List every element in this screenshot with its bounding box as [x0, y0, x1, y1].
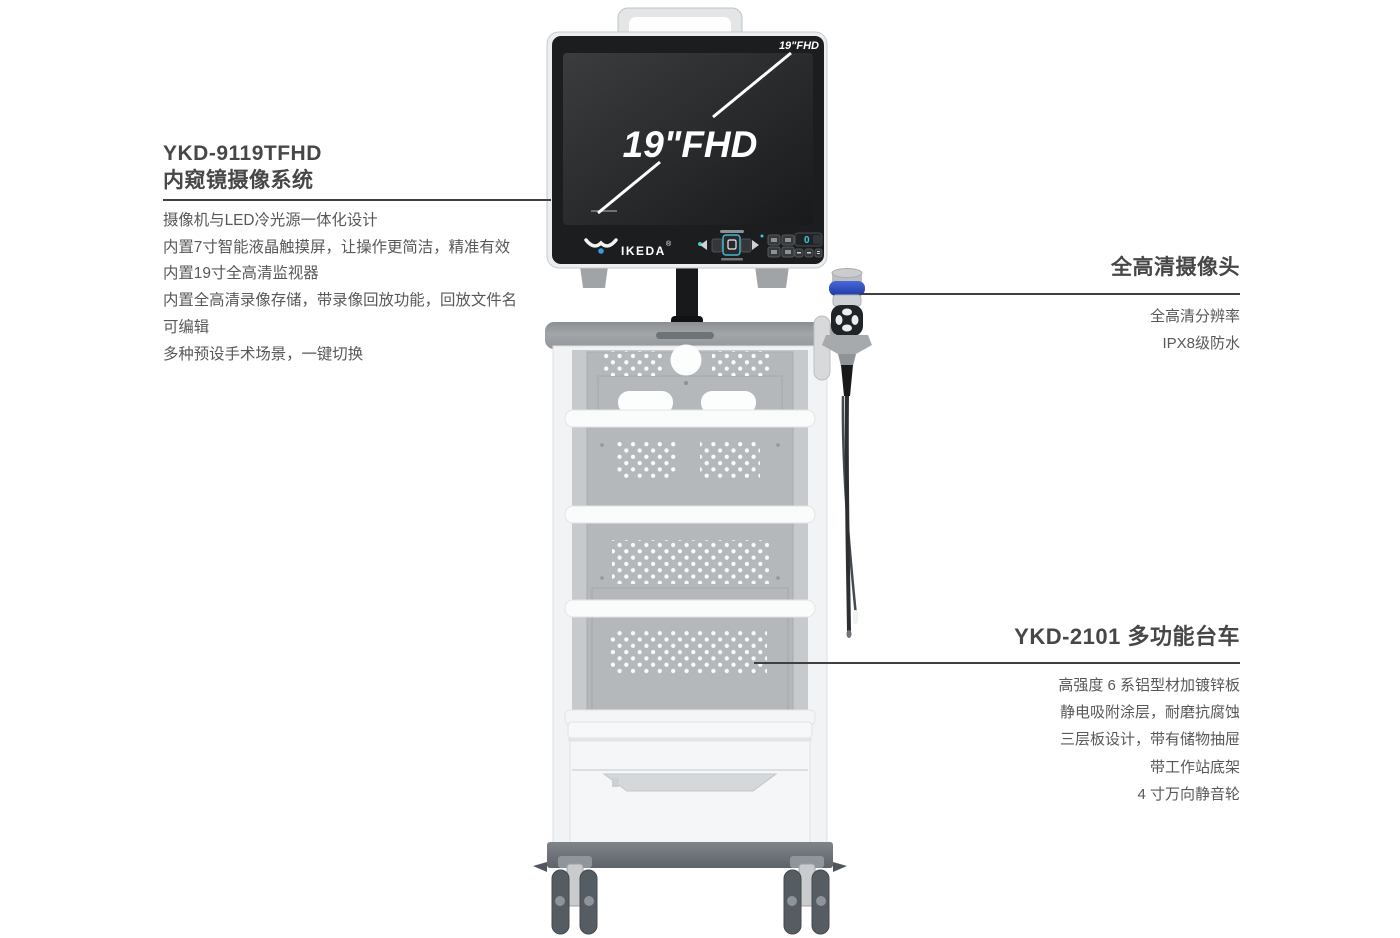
camera-callout-title: 全高清摄像头 — [1111, 256, 1240, 279]
feature-item: 带工作站底架 — [1149, 758, 1240, 776]
camera-cable — [844, 395, 851, 632]
bezel-corner-label: 19"FHD — [779, 40, 819, 52]
monitor-screen — [563, 53, 813, 225]
function-button-grid — [767, 234, 795, 258]
feature-item: 内置19寸全高清监视器 — [163, 265, 319, 283]
system-callout-title: YKD-9119TFHD 内窥镜摄像系统 — [163, 140, 322, 194]
perforation-dots — [604, 351, 770, 674]
left-arrow-button — [700, 240, 707, 250]
camera-silver-ring — [832, 294, 862, 307]
feature-item: 摄像机与LED冷光源一体化设计 — [163, 212, 378, 229]
caster-wheel-right — [783, 856, 830, 935]
feature-item: 全高清分辨率 — [1149, 308, 1240, 325]
camera-blue-ring — [829, 281, 865, 296]
monitor: 19"FHD 19"FHD IKEDA ® — [546, 31, 828, 288]
system-model: YKD-9119TFHD — [163, 142, 322, 165]
brand-registered-mark: ® — [666, 240, 672, 248]
monitor-foot-left — [580, 266, 608, 288]
mode-select-glyph — [727, 239, 737, 250]
panel-label-bottom — [721, 258, 743, 261]
mode-select-button — [722, 234, 741, 256]
panel-button — [711, 238, 723, 253]
panel-button — [740, 238, 752, 253]
cart-base — [533, 842, 847, 872]
cart — [533, 262, 847, 935]
feature-item: 4 寸万向静音轮 — [1137, 785, 1240, 803]
camera-feature-list: 全高清分辨率 IPX8级防水 — [1150, 303, 1240, 357]
feature-item: 内置全高清录像存储，带录像回放功能，回放文件名可编辑 — [163, 292, 517, 336]
monitor-pole — [671, 262, 703, 332]
feature-item: IPX8级防水 — [1162, 335, 1240, 352]
feature-item: 多种预设手术场景，一键切换 — [163, 345, 364, 363]
cart-feature-list: 高强度 6 系铝型材加镀锌板 静电吸附涂层，耐磨抗腐蚀 三层板设计，带有储物抽屉… — [1058, 672, 1240, 808]
brand-name: IKEDA — [621, 244, 666, 258]
status-led — [760, 234, 764, 238]
value-display: 0 — [804, 235, 810, 246]
feature-item: 三层板设计，带有储物抽屉 — [1059, 731, 1240, 749]
system-feature-list: 摄像机与LED冷光源一体化设计 内置7寸智能液晶触摸屏，让操作更简洁，精准有效 … — [163, 208, 521, 368]
camera-button-ring — [831, 305, 863, 336]
monitor-foot-right — [755, 266, 789, 288]
logo-bird-icon — [584, 238, 618, 248]
right-arrow-button — [752, 240, 759, 250]
rod-tip — [853, 610, 858, 624]
feature-item: 高强度 6 系铝型材加镀锌板 — [1058, 677, 1240, 694]
panel-label-top — [720, 230, 744, 233]
panel-screw — [684, 381, 688, 385]
cart-shelves — [564, 409, 816, 726]
yikeda-logo: IKEDA ® — [584, 238, 672, 258]
cable-tip — [846, 630, 852, 638]
system-name: 内窥镜摄像系统 — [163, 169, 314, 192]
panel-button — [813, 235, 821, 244]
cart-handle-cutout — [618, 391, 673, 414]
value-display-group: 0 — [794, 232, 823, 258]
cart-drawer — [567, 721, 813, 856]
cart-handle-cutout — [701, 391, 756, 414]
camera-body-cone — [822, 335, 872, 354]
drawer-handle — [602, 773, 778, 792]
camera-head — [813, 268, 872, 638]
screen-size-label: 19"FHD — [623, 124, 758, 165]
logo-blue-dot — [598, 248, 604, 254]
feature-item: 静电吸附涂层，耐磨抗腐蚀 — [1059, 704, 1240, 722]
cart-callout-title: YKD-2101 多功能台车 — [1014, 624, 1240, 649]
monitor-control-panel: 0 — [698, 230, 823, 261]
screen-diagonal-upper — [712, 51, 792, 119]
screen-diagonal-lower — [597, 160, 661, 215]
caster-wheel-left — [551, 856, 598, 935]
camera-cable-boot — [841, 365, 853, 396]
drawer-latch — [612, 778, 619, 787]
feature-item: 内置7寸智能液晶触摸屏，让操作更简洁，精准有效 — [163, 238, 511, 256]
cart-top-slot — [656, 332, 714, 339]
cable-hole — [670, 344, 702, 376]
